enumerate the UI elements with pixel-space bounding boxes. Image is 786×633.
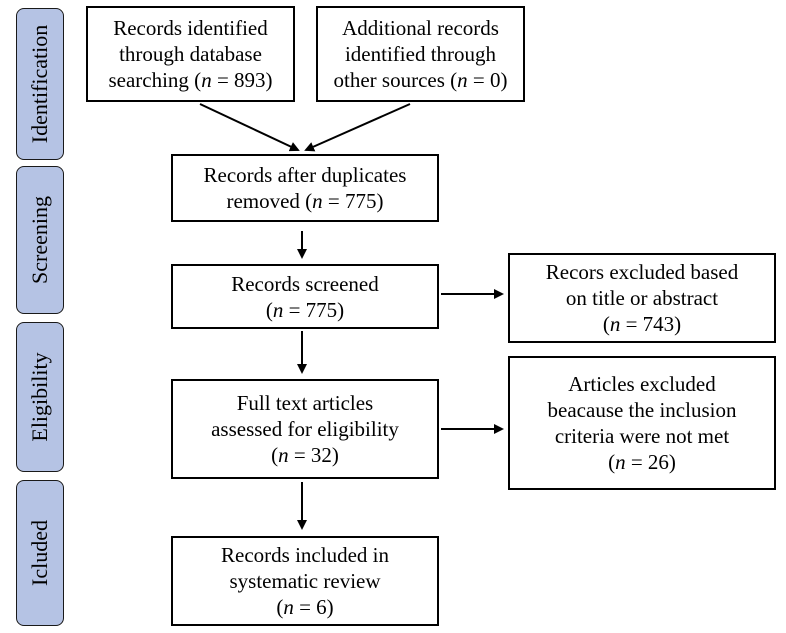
other-sources-line2: identified through [344,42,497,66]
screened-line1: Records screened [231,271,379,296]
phase-screening: Screening [16,166,64,314]
box-other-sources: Additional records identified through ot… [316,6,525,102]
box-excluded-title-abstract: Recors excluded based on title or abstra… [508,253,776,343]
arrow-other-to-duplicates [304,103,411,152]
box-records-screened: Records screened (n = 775) [171,264,439,329]
excluded-criteria-line4: (n = 26) [608,450,676,474]
excluded-title-line3: (n = 743) [602,312,682,336]
database-search-line3: searching (n = 893) [108,68,273,92]
after-duplicates-line1: Records after duplicates [203,163,407,187]
box-after-duplicates: Records after duplicates removed (n = 77… [171,154,439,222]
box-records-included: Records included in systematic review (n… [171,536,439,626]
included-line2: systematic review [229,569,381,593]
database-search-line1: Records identified [113,16,268,40]
full-text-line2: assessed for eligibility [211,417,399,441]
full-text-line1: Full text articles [236,391,374,415]
excluded-title-line1: Recors excluded based [545,260,739,284]
full-text-line3: (n = 32) [271,443,339,467]
other-sources-line3: other sources (n = 0) [333,68,508,92]
excluded-title-line2: on title or abstract [565,286,719,310]
box-database-search: Records identified through database sear… [86,6,295,102]
included-line1: Records included in [221,543,389,567]
box-full-text-assessed: Full text articles assessed for eligibil… [171,379,439,479]
box-excluded-criteria: Articles excluded beacause the inclusion… [508,356,776,490]
included-line3: (n = 6) [276,595,334,619]
excluded-criteria-line1: Articles excluded [568,372,716,396]
excluded-criteria-line2: beacause the inclusion [547,398,737,422]
database-search-line2: through database [119,42,262,66]
phase-eligibility: Eligibility [16,322,64,472]
excluded-criteria-line3: criteria were not met [554,424,730,448]
screened-line2: (n = 775) [265,297,345,322]
phase-included: Icluded [16,480,64,626]
phase-identification: Identification [16,8,64,160]
after-duplicates-line2: removed (n = 775) [226,189,384,213]
other-sources-line1: Additional records [342,16,499,40]
arrow-database-to-duplicates [199,103,300,152]
